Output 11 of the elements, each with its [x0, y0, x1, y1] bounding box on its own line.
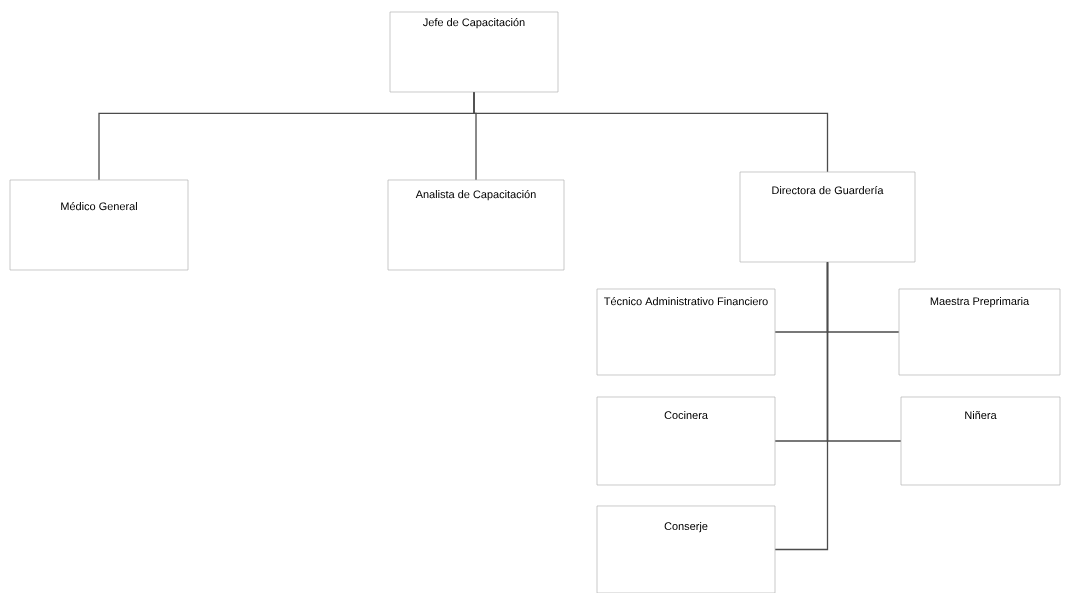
- org-box: Analista de Capacitación: [387, 179, 565, 271]
- org-box: Maestra Preprimaria: [898, 288, 1061, 376]
- org-box: Médico General: [9, 179, 189, 271]
- org-box: Jefe de Capacitación: [389, 11, 559, 93]
- org-box: Conserje: [596, 505, 776, 593]
- org-box: Cocinera: [596, 396, 776, 486]
- org-box: Técnico Administrativo Financiero: [596, 288, 776, 376]
- org-box: Directora de Guardería: [739, 171, 916, 263]
- connector-line: [473, 91, 829, 173]
- org-box: Niñera: [900, 396, 1061, 486]
- connector-line: [774, 261, 829, 551]
